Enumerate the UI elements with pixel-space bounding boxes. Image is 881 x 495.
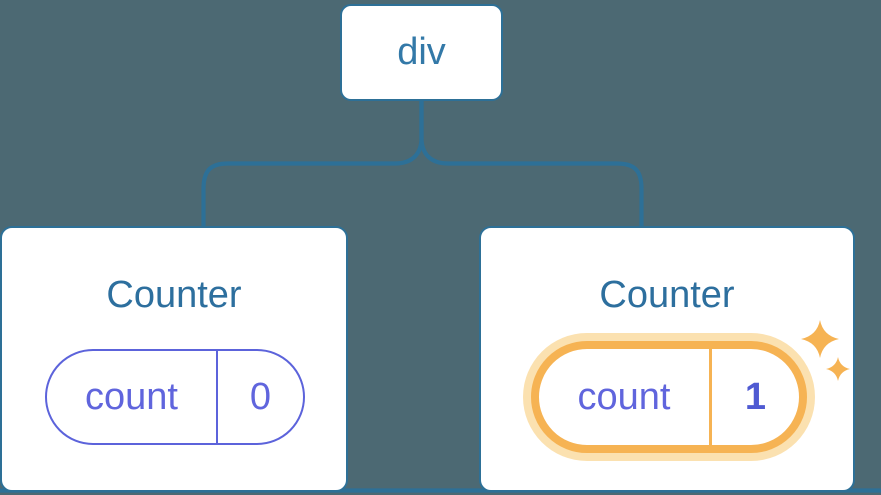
state-value-right: 1 <box>744 375 767 418</box>
state-key-left: count <box>47 351 218 443</box>
state-pill-left: count 0 <box>45 349 305 445</box>
state-key-right: count <box>539 349 712 445</box>
connector-branch-left <box>201 100 424 228</box>
sparkle-small <box>826 357 850 381</box>
sparkle-large <box>801 320 839 358</box>
connector-branch-right <box>419 100 644 228</box>
counter-card-right: Counter count 1 <box>479 226 855 492</box>
counter-card-left: Counter count 0 <box>0 226 348 492</box>
component-title-left: Counter <box>106 274 242 316</box>
root-node-div: div <box>340 4 503 101</box>
state-value-left: 0 <box>249 375 272 418</box>
root-node-label: div <box>397 31 446 73</box>
component-title-right: Counter <box>599 274 735 316</box>
sparkles-icon <box>801 320 850 381</box>
state-pill-right-highlighted: count 1 <box>531 341 807 453</box>
